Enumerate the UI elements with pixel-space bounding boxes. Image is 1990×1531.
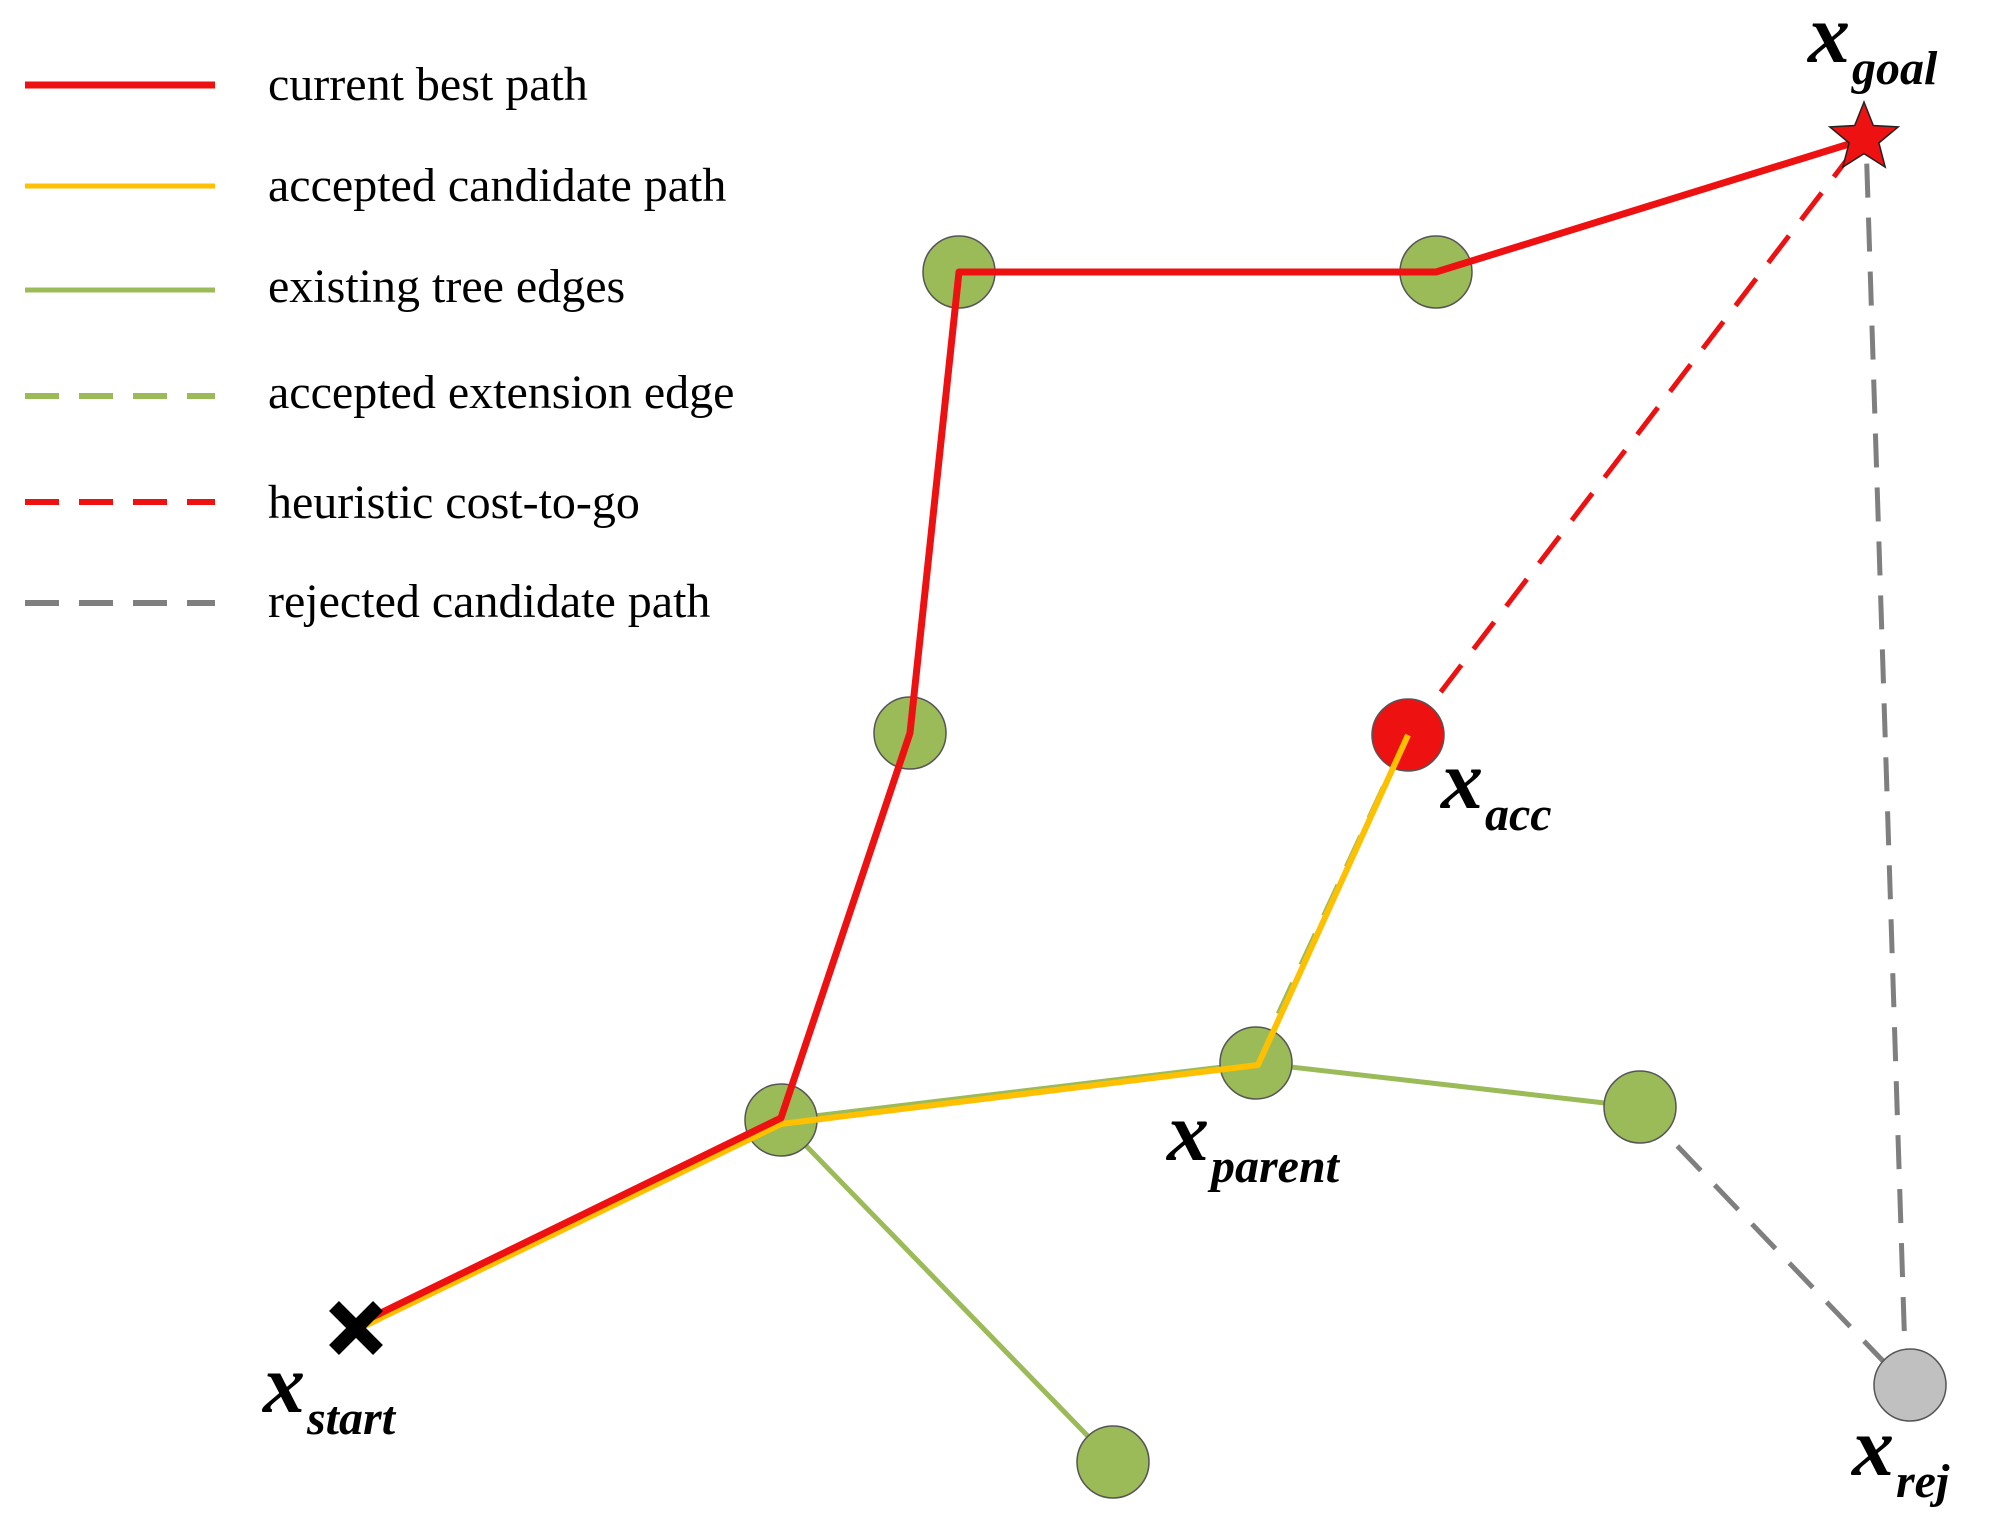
goal-marker [1827, 99, 1901, 169]
label-parent: xparent [1165, 1086, 1341, 1193]
label-start-subscript: start [306, 1392, 397, 1445]
star-icon [1827, 99, 1901, 169]
rejected-node [1873, 1348, 1947, 1422]
label-parent-subscript: parent [1207, 1140, 1341, 1193]
current-best-path [348, 136, 1864, 1332]
label-start-symbol: x [261, 1338, 305, 1431]
legend-item-accepted-candidate: accepted candidate path [25, 159, 726, 212]
label-parent-symbol: x [1165, 1086, 1209, 1179]
legend-item-best-path: current best path [25, 58, 588, 111]
legend-item-accepted-extension: accepted extension edge [25, 366, 734, 419]
tree-edge-branch-to-bottom [779, 1118, 1115, 1464]
tree-node-bottom [1076, 1425, 1150, 1499]
legend-label-accepted-candidate: accepted candidate path [268, 159, 726, 212]
legend-item-heuristic: heuristic cost-to-go [25, 476, 640, 529]
legend-label-accepted-extension: accepted extension edge [268, 366, 734, 419]
edges [779, 138, 1909, 1464]
paths [348, 136, 1864, 1336]
heuristic-cost-to-go-edge [1406, 138, 1864, 737]
label-rej-subscript: rej [1896, 1455, 1950, 1508]
accepted-candidate-path [348, 733, 1411, 1336]
legend: current best path accepted candidate pat… [25, 58, 734, 628]
tree-edge-parent-to-right [1255, 1060, 1641, 1110]
label-acc: xacc [1439, 734, 1552, 841]
x-mark-icon [329, 1301, 383, 1355]
start-marker [329, 1301, 383, 1355]
legend-label-tree-edges: existing tree edges [268, 260, 625, 313]
label-acc-symbol: x [1439, 734, 1483, 827]
legend-item-rejected: rejected candidate path [25, 575, 710, 628]
legend-label-heuristic: heuristic cost-to-go [268, 476, 640, 529]
label-start: xstart [261, 1338, 397, 1445]
label-rej-symbol: x [1850, 1401, 1894, 1494]
legend-label-rejected: rejected candidate path [268, 575, 710, 628]
legend-label-best-path: current best path [268, 58, 588, 111]
tree-node-right [1603, 1070, 1677, 1144]
label-goal-symbol: x [1806, 0, 1850, 81]
rejected-edge-to-rej [1638, 1105, 1908, 1387]
label-goal: xgoal [1806, 0, 1938, 95]
legend-item-tree-edges: existing tree edges [25, 260, 625, 313]
label-acc-subscript: acc [1485, 788, 1552, 841]
rejected-edge-rej-to-goal [1863, 139, 1909, 1386]
label-rej: xrej [1850, 1401, 1950, 1508]
label-goal-subscript: goal [1851, 42, 1938, 95]
